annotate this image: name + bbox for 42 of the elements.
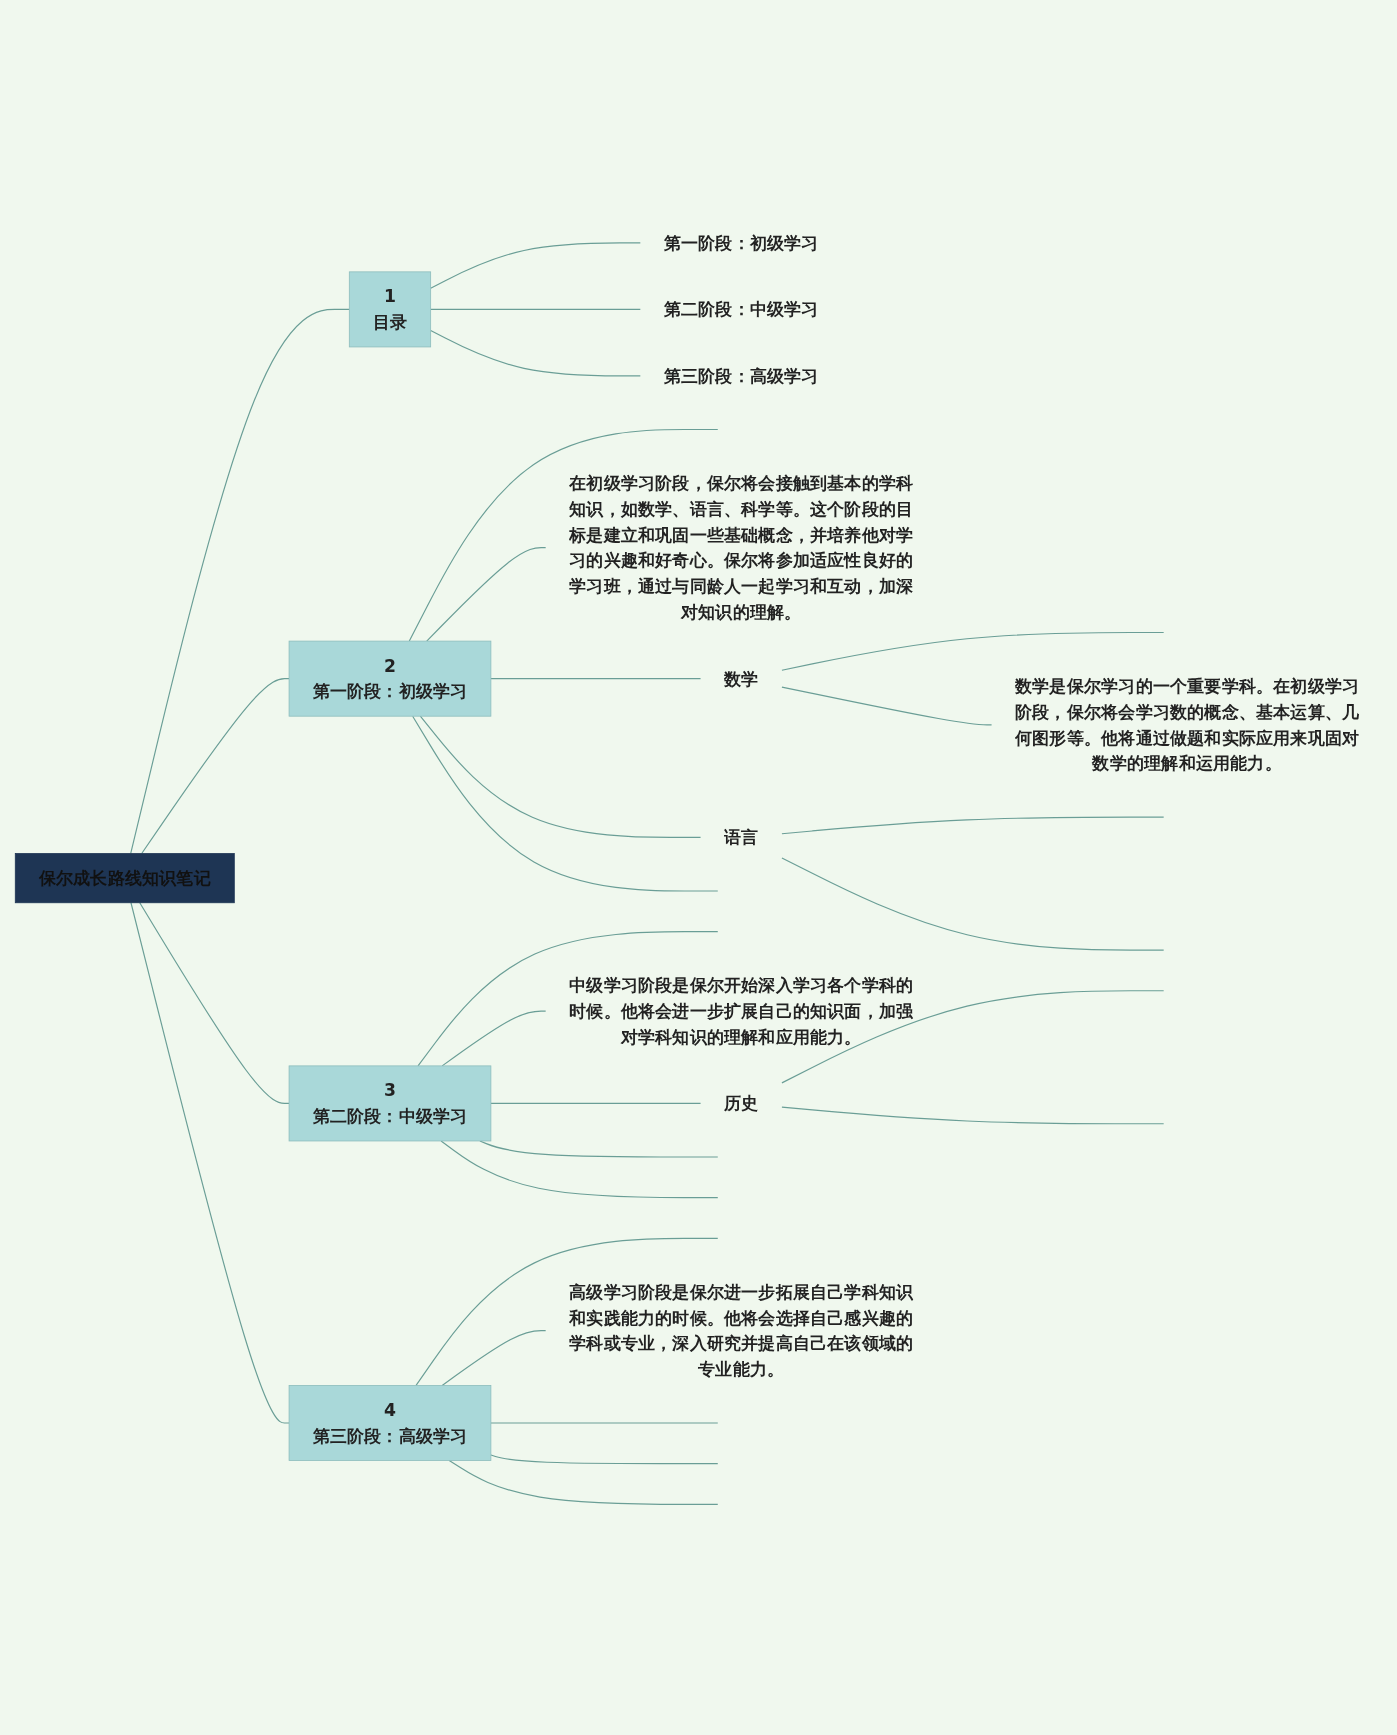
node-text: 第三阶段：高级学习 — [663, 366, 819, 386]
node-text: 数学 — [723, 669, 758, 689]
node-box: 1 目录 — [348, 271, 431, 348]
connector — [780, 990, 1164, 1084]
node-text: 在初级学习阶段，保尔将会接触到基本的学科知识，如数学、语言、科学等。这个阶段的目标是建立和巩固一些基础概念，并培养他对学习的兴趣和好奇心。保尔将参加适应性良好的学习班，通过与同龄人一起学习和互动，加深对知识的理解。 — [568, 473, 913, 623]
connector — [415, 1238, 718, 1387]
connector — [780, 857, 1164, 951]
connector — [129, 309, 350, 855]
node-box: 2 第一阶段：初级学习 — [288, 641, 491, 717]
node-text: 第二阶段：中级学习 — [663, 299, 819, 320]
connector — [489, 1422, 718, 1424]
connector — [441, 1010, 546, 1067]
connector — [448, 1460, 718, 1506]
connector — [429, 330, 641, 377]
connector — [489, 1103, 701, 1105]
connector — [425, 547, 546, 642]
connector — [780, 816, 1164, 835]
connector — [440, 1140, 718, 1199]
connector — [138, 902, 290, 1105]
connector — [416, 931, 718, 1067]
node-box: 保尔成长路线知识笔记 — [14, 853, 235, 904]
node-box: 4 第三阶段：高级学习 — [288, 1385, 491, 1462]
connector — [489, 678, 701, 680]
connector — [780, 686, 992, 726]
connector — [408, 429, 718, 642]
connector — [489, 1454, 718, 1465]
connector — [429, 309, 641, 311]
connector — [780, 1106, 1164, 1125]
connector — [441, 1330, 546, 1387]
node-text: 高级学习阶段是保尔进一步拓展自己学科知识和实践能力的时候。他将会选择自己感兴趣的学科或专业，深入研究并提高自己在该领域的专业能力。 — [568, 1282, 913, 1380]
connector — [129, 902, 290, 1424]
node-text: 第一阶段：初级学习 — [663, 233, 819, 254]
node-text: 数学是保尔学习的一个重要学科。在初级学习阶段，保尔将会学习数的概念、基本运算、几何图形等。他将通过做题和实际应用来巩固对数学的理解和运用能力。 — [1014, 676, 1359, 774]
connector — [411, 715, 718, 892]
node-text: 语言 — [723, 827, 758, 848]
node-text: 中级学习阶段是保尔开始深入学习各个学科的时候。他将会进一步扩展自己的知识面，加强对学科知识的理解和应用能力。 — [568, 975, 913, 1048]
node-box: 3 第二阶段：中级学习 — [288, 1065, 491, 1142]
node-text: 历史 — [723, 1093, 758, 1114]
connector — [140, 678, 290, 855]
connector — [419, 715, 701, 839]
connector — [780, 632, 1164, 672]
connector — [429, 242, 641, 290]
